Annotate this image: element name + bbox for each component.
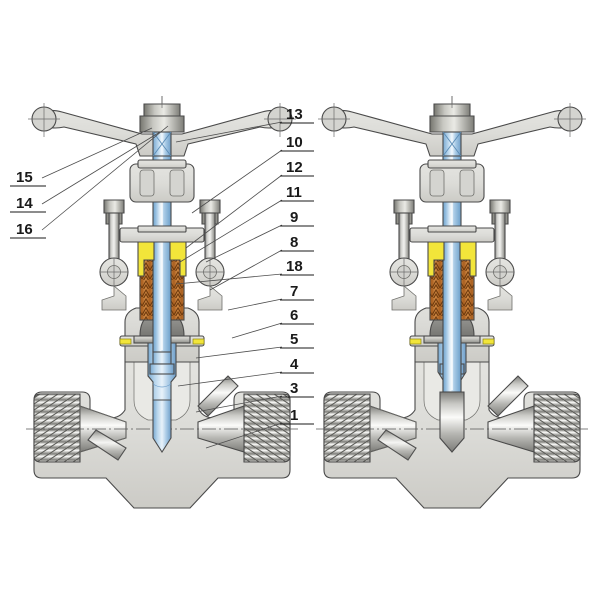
callout-10[interactable]: 10 <box>280 134 314 152</box>
right-figure <box>316 96 588 509</box>
packing-rings <box>139 257 185 321</box>
callout-4-label: 4 <box>290 356 299 373</box>
callout-9-label: 9 <box>290 209 298 226</box>
callout-13-label: 13 <box>286 106 303 123</box>
callout-15[interactable]: 15 <box>10 169 46 187</box>
leader-lines <box>41 121 283 449</box>
gland-bushing <box>137 239 187 277</box>
yoke-bushing <box>419 159 485 203</box>
callout-9[interactable]: 9 <box>280 209 314 227</box>
callout-16-label: 16 <box>16 221 33 238</box>
callout-1[interactable]: 1 <box>280 407 314 425</box>
callout-11-label: 11 <box>286 184 302 201</box>
gland-eye-bolt <box>389 199 515 311</box>
callout-14-label: 14 <box>16 195 33 212</box>
gland-eye-bolt <box>99 199 225 311</box>
callout-right-column: 13 10 12 11 9 8 18 7 <box>280 106 314 425</box>
stem-nut <box>429 96 475 133</box>
callout-7-label: 7 <box>290 283 298 300</box>
stem-nut <box>139 96 185 133</box>
callout-12[interactable]: 12 <box>280 159 314 177</box>
callout-14[interactable]: 14 <box>10 195 46 213</box>
callout-1-label: 1 <box>290 407 298 424</box>
valve-disc <box>147 342 177 454</box>
callout-4[interactable]: 4 <box>280 356 314 374</box>
callout-5[interactable]: 5 <box>280 331 314 349</box>
gland-bushing <box>427 239 477 277</box>
callout-5-label: 5 <box>290 331 298 348</box>
callout-10-label: 10 <box>286 134 303 151</box>
callout-18-label: 18 <box>286 258 303 275</box>
callout-6-label: 6 <box>290 307 298 324</box>
callout-3-label: 3 <box>290 380 298 397</box>
callout-16[interactable]: 16 <box>10 221 46 239</box>
callout-8-label: 8 <box>290 234 298 251</box>
callout-3[interactable]: 3 <box>280 380 314 398</box>
callout-7[interactable]: 7 <box>280 283 314 301</box>
callout-13[interactable]: 13 <box>280 106 314 124</box>
callout-15-label: 15 <box>16 169 33 186</box>
callout-18[interactable]: 18 <box>280 258 314 276</box>
callout-8[interactable]: 8 <box>280 234 314 252</box>
callout-12-label: 12 <box>286 159 303 176</box>
yoke-bushing <box>129 159 195 203</box>
left-figure <box>26 96 298 509</box>
callout-11[interactable]: 11 <box>280 184 314 202</box>
callout-left-column: 15 14 16 <box>10 169 46 239</box>
callout-6[interactable]: 6 <box>280 307 314 325</box>
